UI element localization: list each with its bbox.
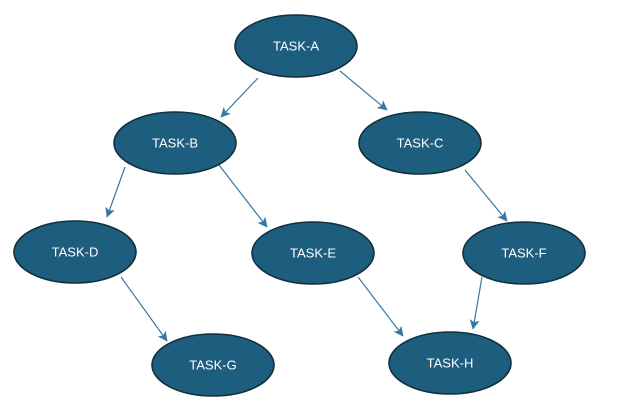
nodes-layer: TASK-A TASK-B TASK-C TASK-D TASK-E TASK-F TASK… <box>13 14 586 397</box>
task-e-ellipse <box>251 221 375 285</box>
task-f-label: TASK-F <box>501 246 546 261</box>
task-b-label: TASK-B <box>152 136 198 151</box>
node-task-b: TASK-B <box>113 111 237 175</box>
edge-task-f-to-task-h <box>469 276 483 330</box>
task-a-label: TASK-A <box>273 39 319 54</box>
node-task-d: TASK-D <box>13 220 137 284</box>
task-f-ellipse <box>462 221 586 285</box>
task-g-ellipse <box>151 333 275 397</box>
node-task-c: TASK-C <box>358 111 482 175</box>
edges-layer <box>105 70 508 342</box>
node-task-e: TASK-E <box>251 221 375 285</box>
edge-task-a-to-task-c <box>339 70 388 111</box>
task-h-label: TASK-H <box>427 356 474 371</box>
edge-task-c-to-task-f <box>464 169 508 222</box>
node-task-a: TASK-A <box>234 14 358 78</box>
edge-task-a-to-task-b <box>220 77 259 118</box>
node-task-g: TASK-G <box>151 333 275 397</box>
edge-task-b-to-task-e <box>218 164 268 228</box>
edge-task-d-to-task-g <box>120 276 168 342</box>
node-task-f: TASK-F <box>462 221 586 285</box>
task-b-ellipse <box>113 111 237 175</box>
edge-task-e-to-task-h <box>357 276 404 337</box>
task-c-label: TASK-C <box>397 136 444 151</box>
task-d-label: TASK-D <box>52 245 99 260</box>
task-h-ellipse <box>388 331 512 395</box>
task-a-ellipse <box>234 14 358 78</box>
task-c-ellipse <box>358 111 482 175</box>
task-g-label: TASK-G <box>189 358 236 373</box>
task-d-ellipse <box>13 220 137 284</box>
node-task-h: TASK-H <box>388 331 512 395</box>
task-e-label: TASK-E <box>290 246 336 261</box>
edge-task-b-to-task-d <box>105 166 126 218</box>
